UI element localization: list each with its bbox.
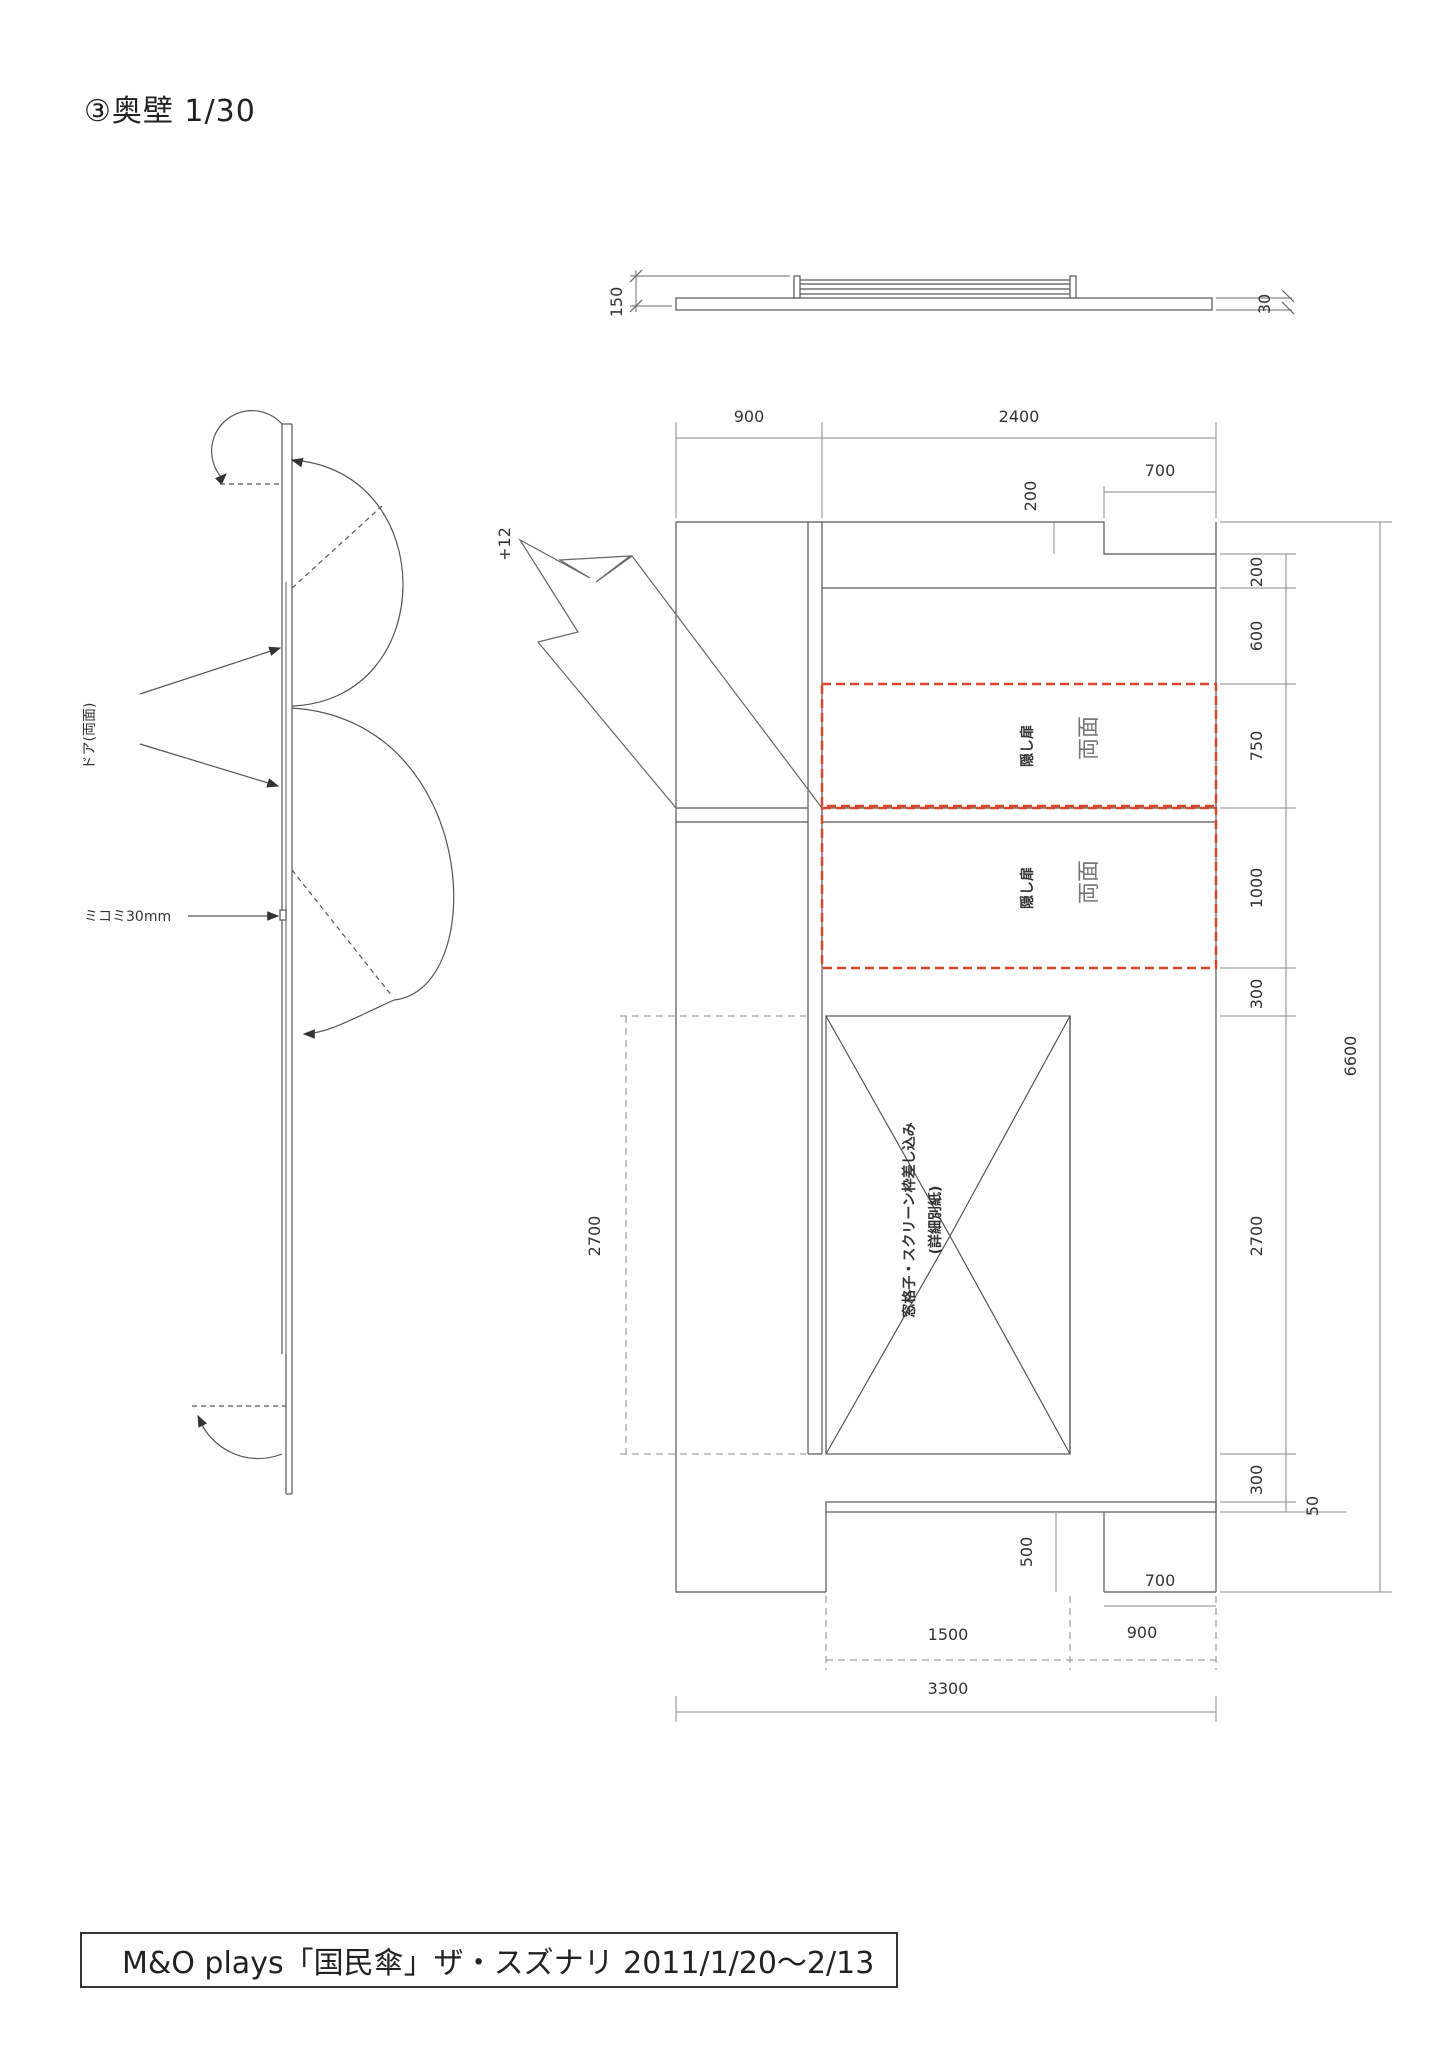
- handwritten-note-upper: 両面: [1077, 716, 1102, 760]
- top-dim-30: 30: [1255, 294, 1274, 314]
- dim-3300: 3300: [928, 1679, 969, 1698]
- wall-outline-top: [676, 521, 1217, 1592]
- hidden-door-label-lower: 隠し扉: [1019, 867, 1036, 909]
- dim-right-300-a: 300: [1247, 979, 1266, 1010]
- dim-900-bottom: 900: [1127, 1623, 1158, 1642]
- dim-right-600: 600: [1247, 621, 1266, 652]
- top-view-frame: [793, 279, 1075, 295]
- dim-right-200: 200: [1247, 557, 1266, 588]
- hidden-doors: [820, 682, 1218, 970]
- dim-right-2700: 2700: [1247, 1216, 1266, 1257]
- dim-right-300-b: 300: [1247, 1465, 1266, 1496]
- front-elevation: [518, 521, 1217, 1593]
- top-view-panel: [675, 297, 1213, 311]
- window-label-line1: 窓格子・スクリーン枠差し込み: [901, 1122, 918, 1317]
- dim-700-bottom: 700: [1145, 1571, 1176, 1590]
- inset-30mm-label: ミコミ30mm: [84, 909, 171, 925]
- dim-left-2700: 2700: [585, 1216, 604, 1257]
- dim-right-6600: 6600: [1341, 1036, 1360, 1077]
- dim-700-notch: 700: [1145, 461, 1176, 480]
- dim-1500: 1500: [928, 1625, 969, 1644]
- hidden-door-lower: [820, 806, 1218, 970]
- dim-2400-top: 2400: [999, 407, 1040, 426]
- dim-right-1000: 1000: [1247, 868, 1266, 909]
- door-double-sided-label: ドア(両面): [82, 703, 98, 770]
- elevation-dimension-lines: [620, 422, 1392, 1722]
- dim-900-top: 900: [734, 407, 765, 426]
- dim-right-50: 50: [1303, 1496, 1322, 1516]
- top-section-view: [629, 269, 1295, 315]
- dim-500-step: 500: [1017, 1537, 1036, 1568]
- hidden-door-upper: [820, 682, 1218, 808]
- dim-plus12: +12: [495, 527, 514, 561]
- hidden-door-label-upper: 隠し扉: [1019, 725, 1036, 767]
- window-label-line2: (詳細別紙): [927, 1186, 944, 1255]
- handwritten-note-lower: 両面: [1077, 860, 1102, 904]
- page-title: ③奥壁 1/30: [84, 94, 256, 129]
- footer-caption: M&O plays「国民傘」ザ・スズナリ 2011/1/20〜2/13: [80, 1932, 898, 1988]
- dim-200-notch: 200: [1021, 481, 1040, 512]
- top-dim-150: 150: [607, 287, 626, 318]
- side-view: [139, 410, 455, 1495]
- dim-right-750: 750: [1247, 731, 1266, 762]
